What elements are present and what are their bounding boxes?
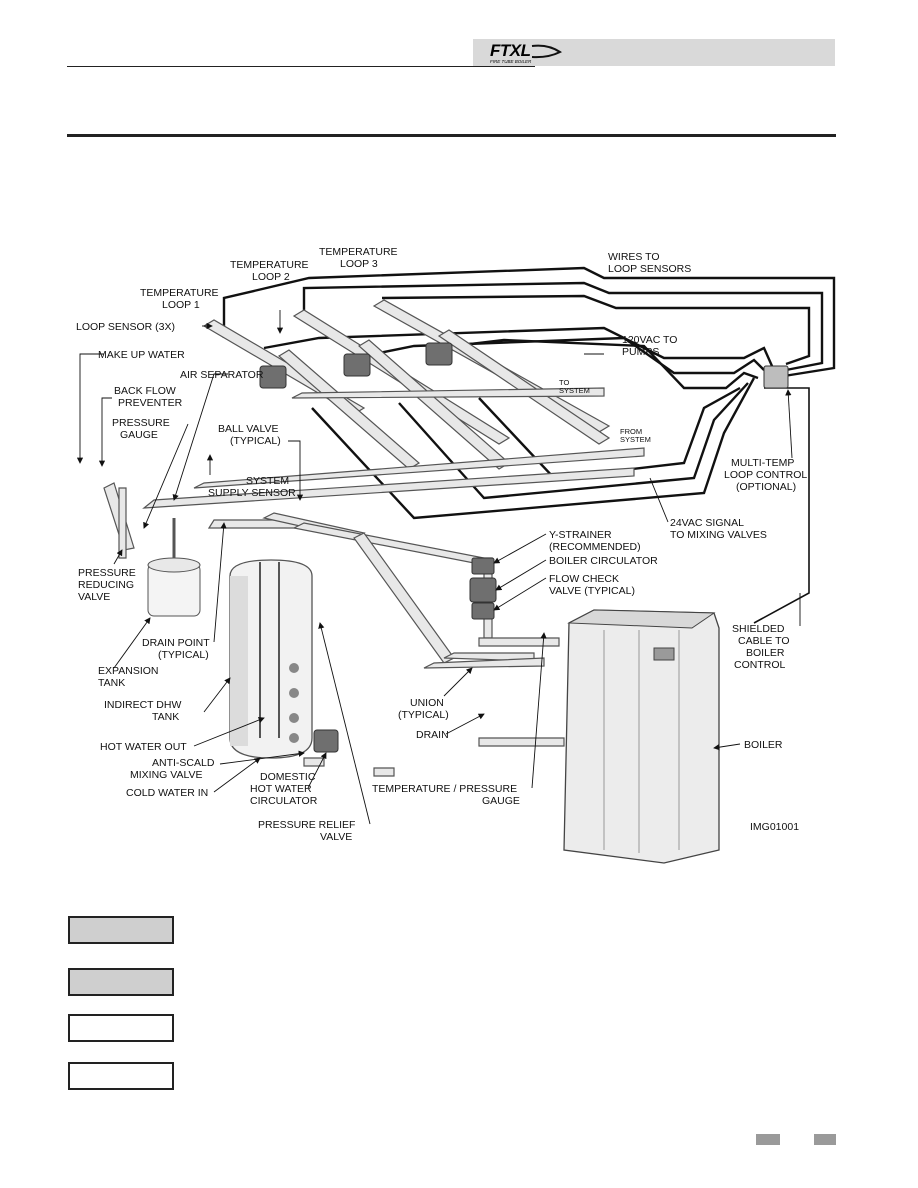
label-relief-b: VALVE	[320, 831, 352, 843]
legend-box-2	[68, 968, 174, 996]
label-temp-loop2-b: LOOP 2	[252, 271, 290, 283]
label-anti-scald-b: MIXING VALVE	[130, 769, 203, 781]
label-120vac-a: 120VAC TO	[622, 334, 677, 346]
label-temp-loop1-b: LOOP 1	[162, 299, 200, 311]
label-shielded-b: CABLE TO	[738, 635, 790, 647]
section-rule	[67, 134, 836, 137]
label-indirect-b: TANK	[152, 711, 179, 723]
label-union-b: (TYPICAL)	[398, 709, 449, 721]
label-ball-valve-a: BALL VALVE	[218, 423, 279, 435]
label-tp-gauge-a: TEMPERATURE / PRESSURE	[372, 783, 517, 795]
label-boiler: BOILER	[744, 739, 783, 751]
label-shielded-c: BOILER	[746, 647, 785, 659]
label-anti-scald-a: ANTI-SCALD	[152, 757, 215, 769]
label-flow-check-b: VALVE (TYPICAL)	[549, 585, 635, 597]
legend-box-1	[68, 916, 174, 944]
piping-diagram: TEMPERATURE LOOP 3 TEMPERATURE LOOP 2 TE…	[64, 238, 844, 870]
label-pressure-gauge-b: GAUGE	[120, 429, 158, 441]
ftxl-logo-mark: FTXL FIRE TUBE BOILER	[490, 41, 562, 64]
diagram-labels: TEMPERATURE LOOP 3 TEMPERATURE LOOP 2 TE…	[76, 246, 807, 843]
label-union-a: UNION	[410, 697, 444, 709]
label-shielded-d: CONTROL	[734, 659, 785, 671]
piping-diagram-svg: TEMPERATURE LOOP 3 TEMPERATURE LOOP 2 TE…	[76, 246, 836, 864]
legend-box-4	[68, 1062, 174, 1090]
label-reducing-b: REDUCING	[78, 579, 134, 591]
label-indirect-a: INDIRECT DHW	[104, 699, 181, 711]
header-bar	[473, 39, 835, 66]
leader-lines	[76, 310, 801, 825]
label-make-up-water: MAKE UP WATER	[98, 349, 185, 361]
pump-components	[259, 342, 789, 753]
label-domestic-a: DOMESTIC	[260, 771, 316, 783]
label-pressure-gauge-a: PRESSURE	[112, 417, 170, 429]
label-image-id: IMG01001	[750, 821, 799, 833]
label-back-flow-a: BACK FLOW	[114, 385, 176, 397]
label-expansion-b: TANK	[98, 677, 125, 689]
label-120vac-b: PUMPS	[622, 346, 659, 358]
expansion-tank	[147, 518, 201, 617]
label-system-sensor-b: SUPPLY SENSOR	[208, 487, 296, 499]
label-boiler-circulator: BOILER CIRCULATOR	[549, 555, 658, 567]
label-tp-gauge-b: GAUGE	[482, 795, 520, 807]
label-relief-a: PRESSURE RELIEF	[258, 819, 355, 831]
label-cold-water-in: COLD WATER IN	[126, 787, 208, 799]
label-wires-b: LOOP SENSORS	[608, 263, 691, 275]
label-temp-loop3-a: TEMPERATURE	[319, 246, 398, 258]
label-y-strainer-b: (RECOMMENDED)	[549, 541, 641, 553]
label-domestic-b: HOT WATER	[250, 783, 312, 795]
legend-box-3	[68, 1014, 174, 1042]
label-hot-water-out: HOT WATER OUT	[100, 741, 187, 753]
logo-subtext: FIRE TUBE BOILER	[490, 59, 532, 64]
label-drain-point-b: (TYPICAL)	[158, 649, 209, 661]
label-from-system-b: SYSTEM	[620, 435, 651, 444]
label-system-sensor-a: SYSTEM	[246, 475, 289, 487]
label-back-flow-b: PREVENTER	[118, 397, 183, 409]
label-24vac-b: TO MIXING VALVES	[670, 529, 767, 541]
label-y-strainer-a: Y-STRAINER	[549, 529, 612, 541]
header-rule	[67, 66, 535, 67]
label-temp-loop2-a: TEMPERATURE	[230, 259, 309, 271]
label-shielded-a: SHIELDED	[732, 623, 785, 635]
label-domestic-c: CIRCULATOR	[250, 795, 318, 807]
label-loop-sensor: LOOP SENSOR (3X)	[76, 321, 175, 333]
label-multi-temp-b: LOOP CONTROL	[724, 469, 807, 481]
loop-pipes	[103, 299, 645, 777]
label-multi-temp-c: (OPTIONAL)	[736, 481, 796, 493]
label-temp-loop3-b: LOOP 3	[340, 258, 378, 270]
label-24vac-a: 24VAC SIGNAL	[670, 517, 744, 529]
label-expansion-a: EXPANSION	[98, 665, 159, 677]
label-reducing-a: PRESSURE	[78, 567, 136, 579]
footer-block-left	[756, 1134, 780, 1145]
footer-block-right	[814, 1134, 836, 1145]
boiler-unit	[563, 609, 720, 864]
label-flow-check-a: FLOW CHECK	[549, 573, 619, 585]
label-from-system-a: FROM	[620, 427, 642, 436]
indirect-dhw-tank	[229, 559, 313, 759]
label-drain: DRAIN	[416, 729, 449, 741]
label-wires-a: WIRES TO	[608, 251, 660, 263]
label-drain-point-a: DRAIN POINT	[142, 637, 210, 649]
label-reducing-c: VALVE	[78, 591, 110, 603]
label-multi-temp-a: MULTI-TEMP	[731, 457, 794, 469]
label-temp-loop1-a: TEMPERATURE	[140, 287, 219, 299]
logo-text: FTXL	[490, 41, 531, 60]
label-to-system-b: SYSTEM	[559, 386, 590, 395]
label-air-separator: AIR SEPARATOR	[180, 369, 264, 381]
label-to-system-a: TO	[559, 378, 569, 387]
label-ball-valve-b: (TYPICAL)	[230, 435, 281, 447]
ftxl-logo: FTXL FIRE TUBE BOILER	[488, 40, 568, 66]
